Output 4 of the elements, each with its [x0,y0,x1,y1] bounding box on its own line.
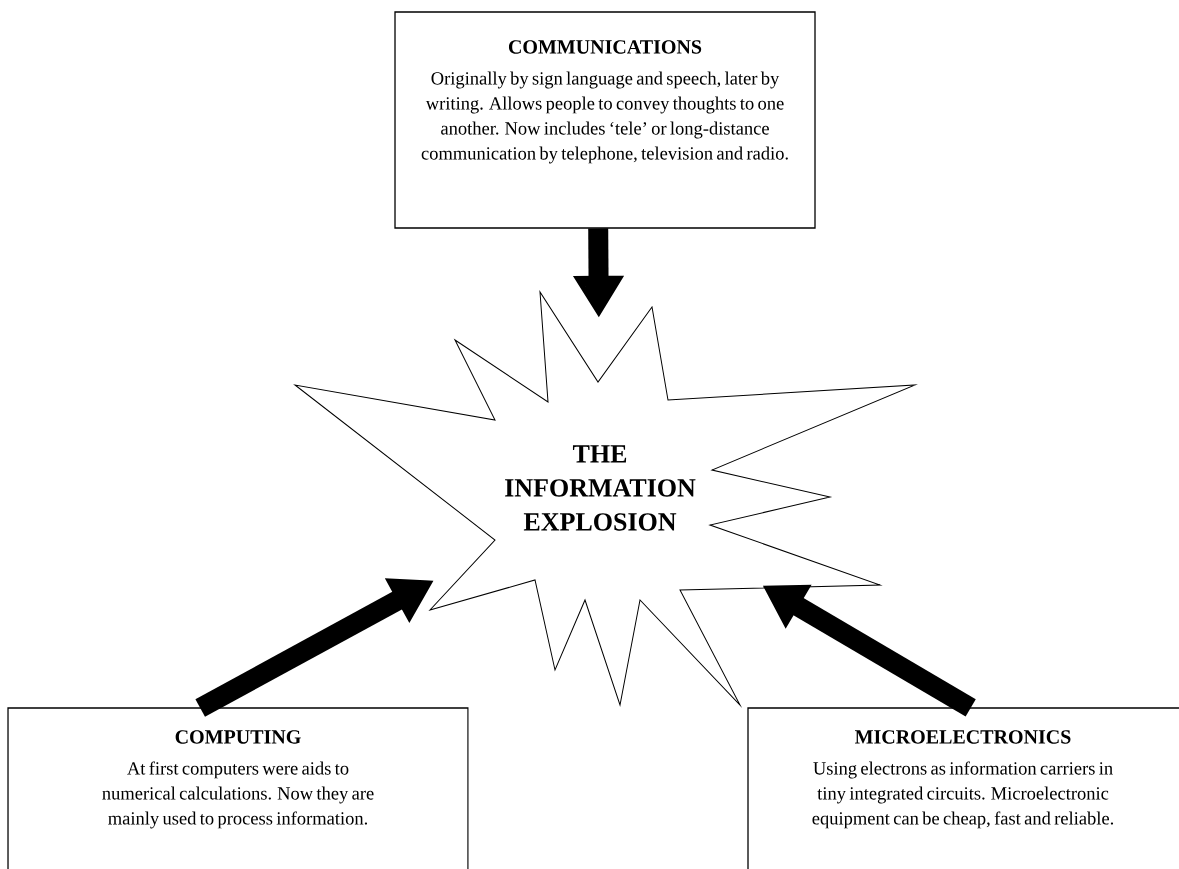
text-box: COMMUNICATIONS Originally by sign language and speech, later by writing. Allows people to convey thoughts to one another. Now includes ‘tele’ or long-distance communication by telephone, television and radio. [394,11,816,229]
text-box: COMPUTING At first computers were aids to numerical calculations. Now they are mainly used to process information. [7,707,469,869]
explosion-star: THE INFORMATION EXPLOSION [294,291,916,706]
text-box: MICROELECTRONICS Using electrons as information carriers in tiny integrated circuits. Microelectronic equipment can be cheap, fast and reliable. [747,707,1179,869]
